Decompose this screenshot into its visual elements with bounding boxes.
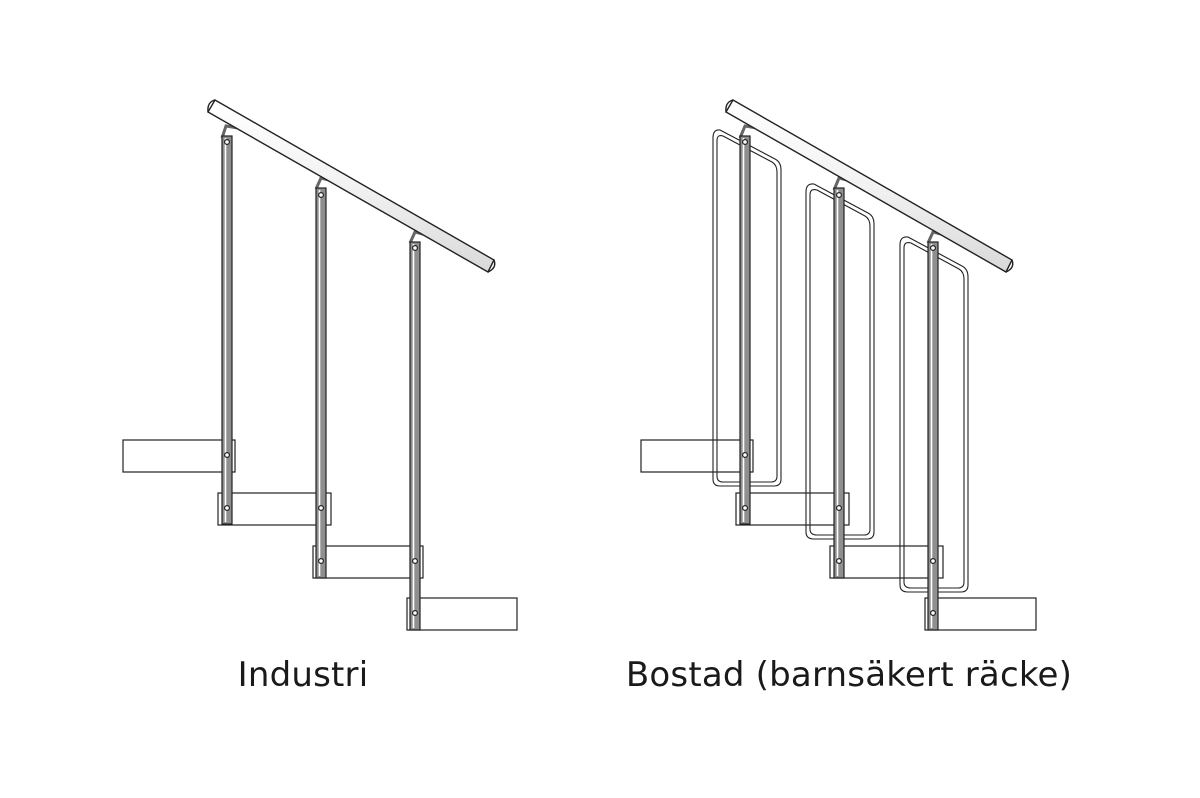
stair-treads: [122, 439, 518, 631]
railing-post: [408, 230, 428, 631]
industrial-railing: [122, 99, 518, 631]
railing-post: [314, 176, 334, 579]
stair-tread: [924, 597, 1037, 631]
railing-post: [738, 124, 758, 525]
stair-tread: [312, 545, 424, 579]
infill-loop: [899, 236, 969, 593]
stair-tread: [735, 492, 850, 526]
stair-treads: [640, 439, 1037, 631]
child-safe-infill-loops: [712, 129, 969, 593]
handrail: [207, 99, 496, 273]
stair-tread: [640, 439, 754, 473]
stair-tread: [122, 439, 236, 473]
caption-industrial: Industri: [237, 655, 369, 695]
stair-tread: [406, 597, 518, 631]
stair-tread: [829, 545, 944, 579]
infill-loop: [805, 183, 875, 540]
stair-tread: [217, 492, 332, 526]
railing-post: [220, 124, 239, 525]
caption-residential: Bostad (barnsäkert räcke): [625, 655, 1073, 695]
handrail: [725, 99, 1014, 273]
residential-railing: [640, 99, 1037, 631]
railing-posts: [220, 124, 428, 631]
infill-loop: [712, 129, 782, 487]
